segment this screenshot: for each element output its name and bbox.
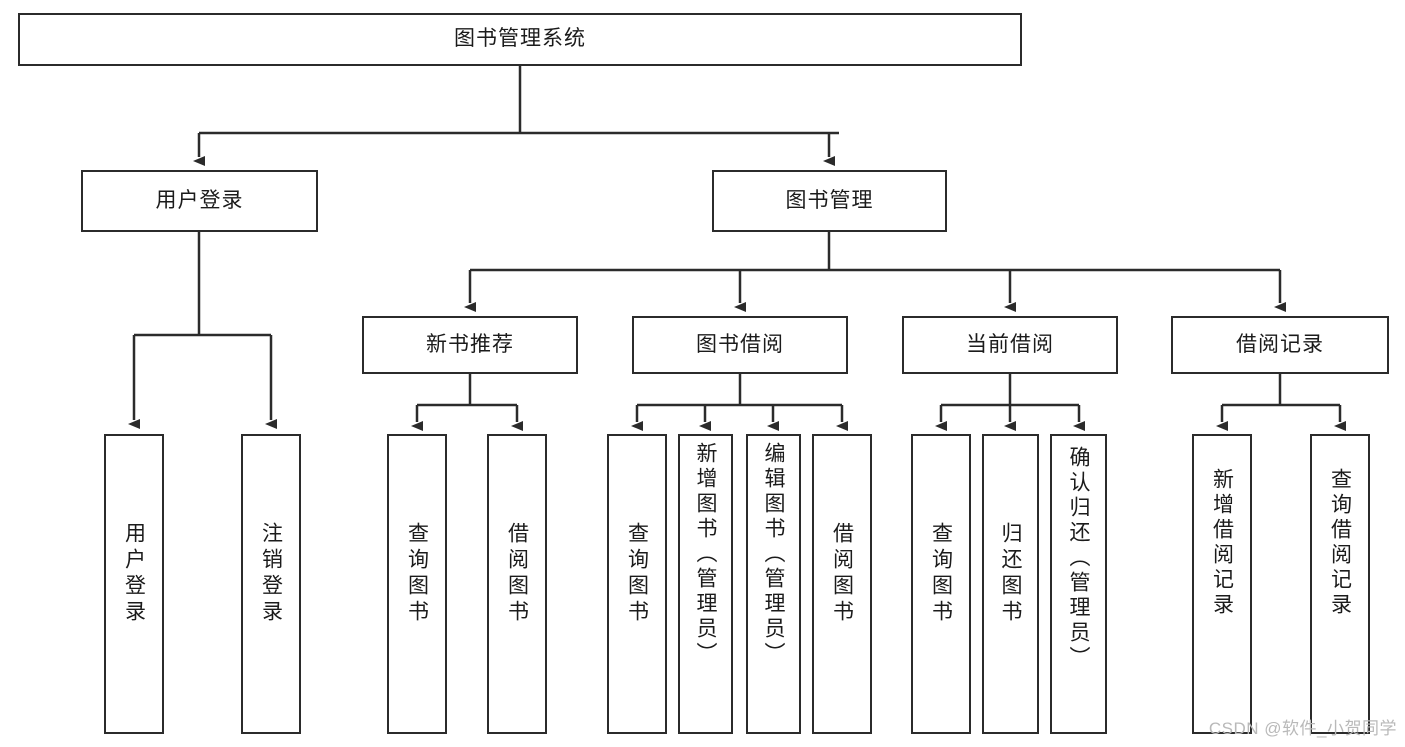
node-label: 新书推荐 xyxy=(426,332,514,356)
node-label: 借阅图书 xyxy=(830,522,854,626)
node-book-manage[interactable]: 图书管理 xyxy=(712,170,947,232)
node-label: 注销登录 xyxy=(259,522,283,626)
node-label: 确认归还（管理员） xyxy=(1067,446,1090,671)
node-leaf-user-logout[interactable]: 注销登录 xyxy=(241,434,301,734)
node-label: 查询借阅记录 xyxy=(1328,468,1352,618)
node-leaf-user-login[interactable]: 用户登录 xyxy=(104,434,164,734)
node-borrow-record[interactable]: 借阅记录 xyxy=(1171,316,1389,374)
node-label: 用户登录 xyxy=(122,522,146,626)
node-user-login[interactable]: 用户登录 xyxy=(81,170,318,232)
node-leaf-edit-book[interactable]: 编辑图书（管理员） xyxy=(746,434,801,734)
node-leaf-borrow-book-2[interactable]: 借阅图书 xyxy=(812,434,872,734)
node-leaf-query-book-2[interactable]: 查询图书 xyxy=(607,434,667,734)
node-label: 新增图书（管理员） xyxy=(694,442,717,667)
node-label: 当前借阅 xyxy=(966,332,1054,356)
node-label: 借阅记录 xyxy=(1236,332,1324,356)
node-book-borrow[interactable]: 图书借阅 xyxy=(632,316,848,374)
node-current-borrow[interactable]: 当前借阅 xyxy=(902,316,1118,374)
node-label: 新增借阅记录 xyxy=(1210,468,1234,618)
node-leaf-query-book-1[interactable]: 查询图书 xyxy=(387,434,447,734)
node-label: 图书管理系统 xyxy=(454,27,586,51)
node-label: 查询图书 xyxy=(625,522,649,626)
node-new-book-recommend[interactable]: 新书推荐 xyxy=(362,316,578,374)
node-leaf-borrow-book-1[interactable]: 借阅图书 xyxy=(487,434,547,734)
node-label: 查询图书 xyxy=(929,522,953,626)
node-label: 查询图书 xyxy=(405,522,429,626)
node-label: 编辑图书（管理员） xyxy=(762,442,785,667)
node-label: 图书借阅 xyxy=(696,332,784,356)
node-label: 用户登录 xyxy=(155,188,244,212)
node-leaf-confirm-return[interactable]: 确认归还（管理员） xyxy=(1050,434,1107,734)
node-leaf-add-record[interactable]: 新增借阅记录 xyxy=(1192,434,1252,734)
node-label: 归还图书 xyxy=(999,522,1022,626)
node-leaf-return-book[interactable]: 归还图书 xyxy=(982,434,1039,734)
node-leaf-add-book[interactable]: 新增图书（管理员） xyxy=(678,434,733,734)
node-leaf-query-record[interactable]: 查询借阅记录 xyxy=(1310,434,1370,734)
node-label: 借阅图书 xyxy=(505,522,529,626)
node-label: 图书管理 xyxy=(785,188,874,212)
node-leaf-query-book-3[interactable]: 查询图书 xyxy=(911,434,971,734)
node-root-system[interactable]: 图书管理系统 xyxy=(18,13,1022,66)
csdn-watermark: CSDN @软件_小贺同学 xyxy=(1208,719,1397,738)
